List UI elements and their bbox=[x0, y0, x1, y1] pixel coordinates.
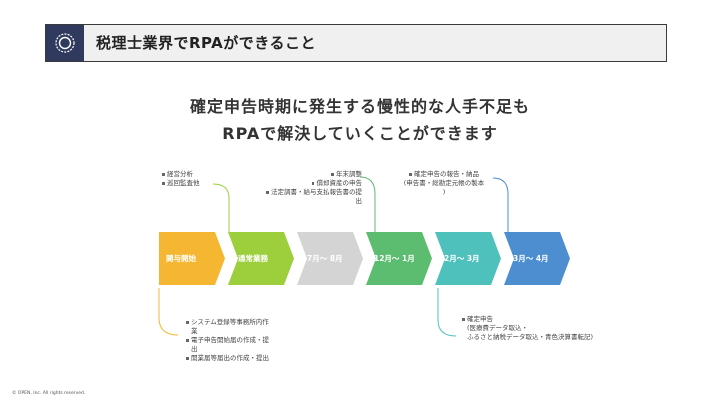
timeline-label: 関与開始 bbox=[166, 254, 196, 263]
note-item: 電子申告開始届の作成・提 bbox=[186, 336, 296, 345]
timeline-label: 7月～ 8月 bbox=[307, 254, 343, 263]
timeline-step-feb-mar: 2月～ 3月 bbox=[435, 232, 501, 285]
timeline-label: 2月～ 3月 bbox=[444, 254, 480, 263]
note-item: 開業届等届出の作成・提出 bbox=[186, 354, 296, 363]
note-item: 年末調整 bbox=[331, 170, 362, 179]
timeline-label: 通常業務 bbox=[238, 254, 268, 263]
timeline-step-mar-apr: 3月～ 4月 bbox=[504, 232, 570, 285]
note-item: 償却資産の申告 bbox=[311, 179, 362, 188]
note-item: 出 bbox=[191, 345, 198, 353]
badge-icon bbox=[46, 25, 84, 61]
page-title: 税理士業界でRPAができること bbox=[96, 34, 316, 52]
note-item: システム登録等事務所内作 bbox=[186, 318, 296, 327]
arrow-shape bbox=[159, 232, 225, 285]
note-group-tax-return: 確定申告 (医療費データ取込・ ふるさと納税データ取込・青色決算書転記) bbox=[462, 315, 622, 342]
note-item: 法定調書・給与支払報告書の提 bbox=[266, 188, 362, 197]
timeline-step-jul-aug: 7月～ 8月 bbox=[297, 232, 363, 285]
timeline-step-dec-jan: 12月～ 1月 bbox=[366, 232, 432, 285]
note-item: 確定申告 bbox=[462, 315, 622, 324]
note-item: 経営分析 bbox=[162, 170, 200, 179]
note-group-routine: 経営分析 巡回監査他 bbox=[162, 170, 200, 188]
note-item: 巡回監査他 bbox=[162, 179, 200, 188]
note-item: (医療費データ取込・ bbox=[467, 324, 529, 332]
note-item: ふるさと納税データ取込・青色決算書転記) bbox=[467, 333, 594, 341]
note-item: (申告書・総勘定元帳の製本 bbox=[403, 179, 485, 187]
note-item: 確定申告の報告・納品 bbox=[409, 170, 479, 179]
slide-header: 税理士業界でRPAができること bbox=[45, 24, 667, 62]
headline-line-1: 確定申告時期に発生する慢性的な人手不足も bbox=[189, 97, 530, 116]
copyright-text: © OPEN, Inc. All rights reserved. bbox=[12, 391, 86, 396]
timeline-label: 3月～ 4月 bbox=[513, 254, 549, 263]
headline-line-2: RPAで解決していくことができます bbox=[222, 124, 498, 143]
note-item: 業 bbox=[191, 327, 198, 335]
timeline-step-kanyo: 関与開始 bbox=[159, 232, 225, 285]
note-group-onboarding: システム登録等事務所内作 業 電子申告開始届の作成・提 出 開業届等届出の作成・… bbox=[186, 318, 296, 363]
timeline-step-tsujo: 通常業務 bbox=[228, 232, 294, 285]
note-item: ) bbox=[442, 188, 446, 196]
note-group-year-end: 年末調整 償却資産の申告 法定調書・給与支払報告書の提 出 bbox=[242, 170, 362, 206]
note-item: 出 bbox=[355, 197, 363, 205]
timeline-label: 12月～ 1月 bbox=[374, 254, 415, 263]
note-group-final-return: 確定申告の報告・納品 (申告書・総勘定元帳の製本 ) bbox=[388, 170, 500, 197]
